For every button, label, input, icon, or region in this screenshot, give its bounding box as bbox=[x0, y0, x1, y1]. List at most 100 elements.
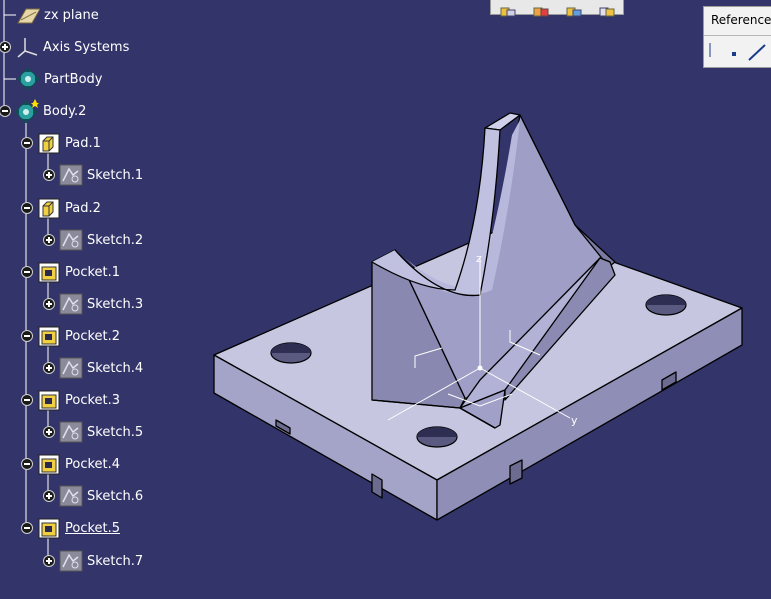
tree-node-pad-2[interactable]: Pad.2 bbox=[21, 193, 101, 223]
axis-origin-point bbox=[477, 365, 483, 371]
plate-slot-right bbox=[509, 459, 523, 485]
tree-node-label: Sketch.1 bbox=[87, 167, 144, 183]
boolean-operations-toolbar[interactable] bbox=[490, 0, 624, 19]
collapse-toggle-icon[interactable] bbox=[21, 330, 33, 342]
sketch-icon bbox=[59, 228, 83, 252]
rib-curve-edge bbox=[371, 127, 501, 297]
tree-node-sketch-4[interactable]: Sketch.4 bbox=[43, 353, 143, 383]
tree-node-label: Sketch.4 bbox=[87, 360, 144, 376]
tree-node-sketch-3[interactable]: Sketch.3 bbox=[43, 289, 143, 319]
axis-plane-corner-2 bbox=[509, 330, 541, 356]
pocket-icon bbox=[37, 516, 61, 540]
hole-right-inner bbox=[646, 295, 686, 305]
collapse-toggle-icon[interactable] bbox=[21, 522, 33, 534]
plate-slot-left bbox=[275, 419, 291, 435]
expand-toggle-icon[interactable] bbox=[43, 555, 55, 567]
grip-handle-icon[interactable] bbox=[706, 41, 726, 63]
sketch-icon bbox=[59, 420, 83, 444]
tree-node-label: PartBody bbox=[44, 71, 103, 87]
tree-node-label: Pocket.1 bbox=[65, 264, 121, 280]
axis-x-line bbox=[387, 367, 481, 421]
tree-node-sketch-1[interactable]: Sketch.1 bbox=[43, 160, 143, 190]
tree-node-pocket-3[interactable]: Pocket.3 bbox=[21, 385, 120, 415]
collapse-toggle-icon[interactable] bbox=[21, 202, 33, 214]
plate-holes bbox=[270, 294, 687, 448]
boolean-remove-icon[interactable] bbox=[565, 2, 583, 17]
body-gear-star-icon bbox=[15, 99, 39, 123]
axis-y-line bbox=[479, 367, 571, 419]
axis-system bbox=[387, 258, 571, 421]
plane-icon bbox=[16, 3, 40, 27]
tree-node-label: Axis Systems bbox=[43, 39, 130, 55]
sketch-icon bbox=[59, 549, 83, 573]
tree-node-body-2[interactable]: Body.2 bbox=[0, 96, 86, 126]
body-gear-icon bbox=[16, 67, 40, 91]
tree-node-partbody[interactable]: PartBody bbox=[16, 64, 102, 94]
expand-toggle-icon[interactable] bbox=[43, 169, 55, 181]
tree-node-label: Sketch.3 bbox=[87, 296, 144, 312]
boolean-assemble-icon[interactable] bbox=[499, 2, 517, 17]
pocket-icon bbox=[37, 388, 61, 412]
axis-systems-icon bbox=[15, 35, 39, 59]
part-wedge-support[interactable] bbox=[371, 112, 616, 429]
collapse-toggle-icon[interactable] bbox=[21, 394, 33, 406]
toolbar-title: Reference .. bbox=[711, 13, 771, 27]
expand-toggle-icon[interactable] bbox=[43, 426, 55, 438]
collapse-toggle-icon[interactable] bbox=[21, 458, 33, 470]
hole-left-inner bbox=[271, 343, 311, 353]
tree-node-label: Pocket.4 bbox=[65, 456, 121, 472]
tree-node-sketch-5[interactable]: Sketch.5 bbox=[43, 417, 143, 447]
plate-slot-front bbox=[371, 473, 383, 499]
tree-node-label: Pad.2 bbox=[65, 200, 101, 216]
wedge-front-edge bbox=[371, 399, 496, 429]
sketch-icon bbox=[59, 163, 83, 187]
axis-plane-corner-3 bbox=[447, 393, 513, 407]
tree-node-label: Pocket.3 bbox=[65, 392, 121, 408]
reference-elements-toolbar[interactable]: Reference .. bbox=[703, 6, 771, 68]
sketch-icon bbox=[59, 356, 83, 380]
tree-node-sketch-7[interactable]: Sketch.7 bbox=[43, 546, 143, 576]
expand-toggle-icon[interactable] bbox=[43, 234, 55, 246]
tree-node-pocket-2[interactable]: Pocket.2 bbox=[21, 321, 120, 351]
axis-z-label: z bbox=[476, 252, 482, 265]
tree-node-zx-plane[interactable]: zx plane bbox=[16, 0, 99, 30]
tree-node-label: Sketch.6 bbox=[87, 488, 144, 504]
wedge-concave-highlight bbox=[405, 120, 520, 295]
tree-node-label: Sketch.2 bbox=[87, 232, 144, 248]
boolean-intersect-icon[interactable] bbox=[598, 2, 616, 17]
tree-node-pocket-5[interactable]: Pocket.5 bbox=[21, 513, 120, 543]
tree-node-pocket-4[interactable]: Pocket.4 bbox=[21, 449, 120, 479]
tree-node-label-selected: Pocket.5 bbox=[65, 520, 121, 536]
axis-plane-corner-1 bbox=[414, 347, 443, 368]
rib-top-face bbox=[484, 112, 521, 131]
wedge-left-face bbox=[371, 249, 466, 409]
pad-icon bbox=[37, 131, 61, 155]
pocket-icon bbox=[37, 452, 61, 476]
line-icon[interactable] bbox=[746, 41, 766, 63]
tree-node-label: zx plane bbox=[44, 7, 99, 23]
expand-toggle-icon[interactable] bbox=[43, 490, 55, 502]
collapse-toggle-icon[interactable] bbox=[0, 105, 11, 117]
pocket-icon bbox=[37, 260, 61, 284]
plate-slot-far bbox=[661, 371, 677, 391]
axis-y-label: y bbox=[571, 414, 578, 427]
tree-node-sketch-2[interactable]: Sketch.2 bbox=[43, 225, 143, 255]
sketch-icon bbox=[59, 292, 83, 316]
point-icon[interactable] bbox=[724, 41, 744, 63]
expand-toggle-icon[interactable] bbox=[43, 298, 55, 310]
expand-toggle-icon[interactable] bbox=[0, 41, 11, 53]
tree-node-pocket-1[interactable]: Pocket.1 bbox=[21, 257, 120, 287]
tree-node-axis-systems[interactable]: Axis Systems bbox=[0, 32, 129, 62]
boolean-add-icon[interactable] bbox=[532, 2, 550, 19]
collapse-toggle-icon[interactable] bbox=[21, 266, 33, 278]
collapse-toggle-icon[interactable] bbox=[21, 137, 33, 149]
tree-node-label: Sketch.5 bbox=[87, 424, 144, 440]
pocket-icon bbox=[37, 324, 61, 348]
wedge-groove-top bbox=[504, 257, 616, 401]
expand-toggle-icon[interactable] bbox=[43, 362, 55, 374]
tree-node-label: Pocket.2 bbox=[65, 328, 121, 344]
tree-node-pad-1[interactable]: Pad.1 bbox=[21, 128, 101, 158]
sketch-icon bbox=[59, 484, 83, 508]
tree-node-sketch-6[interactable]: Sketch.6 bbox=[43, 481, 143, 511]
